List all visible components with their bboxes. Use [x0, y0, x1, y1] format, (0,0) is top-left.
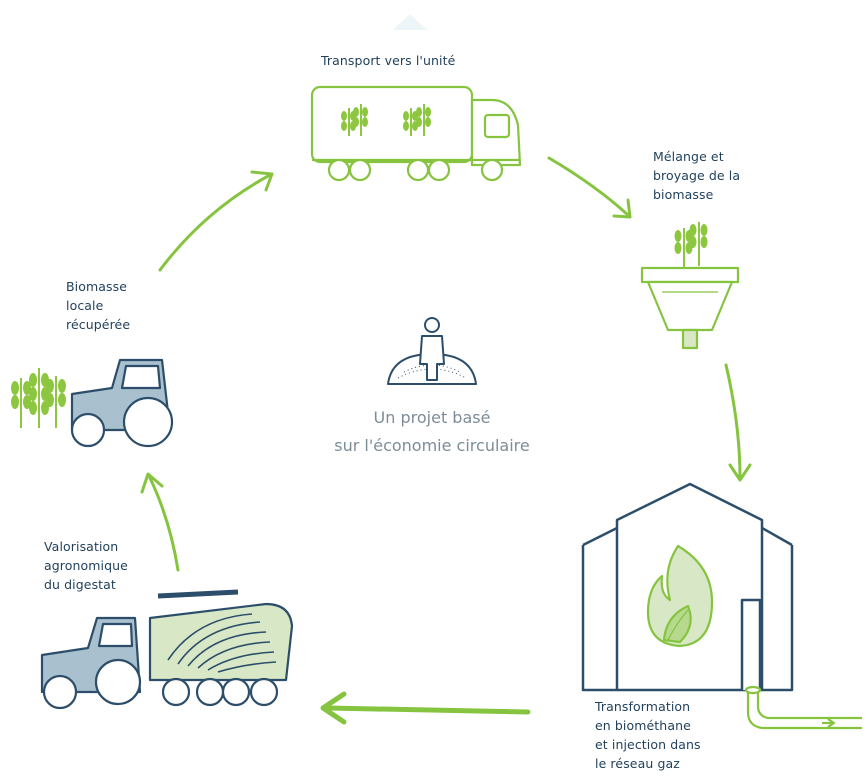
tractor-icon	[70, 358, 174, 448]
biomasse-wheat-icon	[11, 368, 66, 428]
center-caption-line2: sur l'économie circulaire	[334, 436, 530, 455]
pipe-icon	[744, 685, 862, 730]
person-globe-icon	[387, 317, 477, 385]
label-melange: Mélange et broyage de la biomasse	[653, 149, 741, 202]
grinder-icon	[640, 266, 740, 350]
label-biomasse: Biomasse locale récupérée	[66, 279, 131, 332]
spreader-icon	[148, 589, 294, 707]
arrow-biomasse-to-transport-icon	[158, 170, 274, 272]
grinder-wheat-icon	[674, 222, 708, 268]
truck-icon	[310, 85, 522, 182]
label-transformation: Transformation en biométhane et injectio…	[595, 699, 701, 771]
biogas-plant-icon	[581, 482, 794, 692]
label-transport: Transport vers l'unité	[321, 53, 456, 68]
spreader-tractor-icon	[40, 616, 142, 710]
center-caption-line1: Un projet basé	[373, 408, 491, 427]
truck-wheat-icon	[341, 104, 431, 136]
arrow-melange-to-transformation-icon	[724, 363, 752, 482]
cycle-arrows	[140, 156, 752, 725]
center-caption: Un projet basé sur l'économie circulaire	[272, 404, 592, 460]
label-valorisation: Valorisation agronomique du digestat	[44, 539, 128, 592]
arrow-transport-to-melange-icon	[547, 156, 632, 219]
top-triangle-icon	[393, 14, 427, 30]
flame-leaf-icon	[646, 544, 714, 648]
arrow-valorisation-to-biomasse-icon	[140, 472, 180, 572]
arrow-transformation-to-valorisation-icon	[320, 691, 531, 725]
